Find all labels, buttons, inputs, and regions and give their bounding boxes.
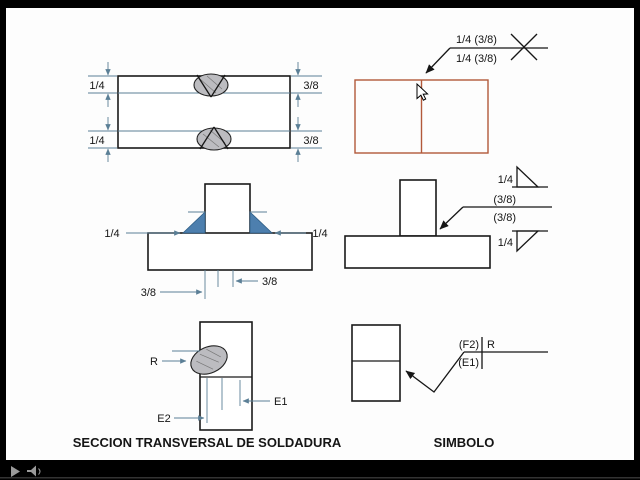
symbol-size-above-right: R [487, 339, 495, 351]
fillet-symbol-bottom [516, 230, 540, 253]
symbol-size-above: 1/4 (3/8) [456, 34, 497, 46]
dim-label: 1/4 [89, 80, 104, 92]
double-bevel-x-symbol [510, 33, 538, 61]
lap-symbol-plates [351, 324, 401, 402]
tee-vertical-plate [204, 183, 251, 235]
lap-weld-symbol: (F2) R (E1) [351, 324, 548, 402]
player-bar [0, 460, 640, 480]
lap-weld-bead [190, 345, 228, 375]
dim-butt-bottom-right: 3/8 [291, 117, 322, 162]
dim-label: 1/4 [104, 228, 119, 240]
symbol-size-bottom: 1/4 [498, 237, 513, 249]
dim-label: 3/8 [303, 135, 318, 147]
volume-icon[interactable] [27, 465, 41, 477]
dim-tee-right: 1/4 [274, 228, 328, 240]
dim-tee-lower-left: 3/8 [141, 287, 203, 299]
dim-lap-e1: E1 [242, 396, 287, 408]
dim-label: 3/8 [303, 80, 318, 92]
dim-tee-lower-right: 3/8 [235, 276, 277, 288]
left-fillet-weld [182, 211, 206, 234]
butt-joint-cross-section: 1/4 1/4 3/8 3/8 [88, 62, 322, 162]
slide-background [6, 8, 634, 460]
symbol-size-below: (3/8) [493, 212, 516, 224]
dim-label: 3/8 [262, 276, 277, 288]
symbol-size-above: (3/8) [493, 194, 516, 206]
caption-cross-section: SECCION TRANSVERSAL DE SOLDADURA [73, 435, 342, 450]
tee-symbol-vertical-plate [399, 179, 437, 237]
dim-lap-e2: E2 [157, 413, 205, 425]
dim-label: R [150, 356, 158, 368]
caption-symbol: SIMBOLO [434, 435, 495, 450]
symbol-size-below: (E1) [458, 357, 479, 369]
play-icon[interactable] [11, 466, 20, 477]
dim-label: 1/4 [89, 135, 104, 147]
dim-butt-top-right: 3/8 [291, 62, 322, 107]
tee-weld-symbol: 1/4 (3/8) (3/8) 1/4 [344, 165, 552, 269]
dim-tee-left: 1/4 [104, 228, 181, 240]
symbol-size-above-left: (F2) [459, 339, 479, 351]
video-progress-bar[interactable] [0, 477, 640, 479]
tee-symbol-horizontal-plate [344, 235, 491, 269]
dim-butt-top-left: 1/4 [88, 62, 117, 107]
tee-joint-cross-section: 1/4 1/4 3/8 3/8 [104, 183, 328, 299]
dim-lap-radius: R [150, 356, 187, 368]
dim-label: 3/8 [141, 287, 156, 299]
leader-arrow [439, 206, 464, 230]
fillet-symbol-top [516, 165, 540, 188]
mouse-cursor [416, 82, 429, 101]
symbol-size-below: 1/4 (3/8) [456, 53, 497, 65]
dim-label: E2 [157, 413, 170, 425]
leader-arrow [405, 351, 465, 393]
leader-arrow [425, 47, 451, 74]
tee-horizontal-plate [147, 232, 313, 271]
dim-label: E1 [274, 396, 287, 408]
lap-plates [199, 321, 253, 431]
dim-label: 1/4 [312, 228, 327, 240]
symbol-size-top: 1/4 [498, 174, 513, 186]
lap-joint-cross-section: R E2 E1 [150, 321, 287, 431]
dim-butt-bottom-left: 1/4 [88, 117, 117, 162]
right-fillet-weld [249, 211, 273, 234]
